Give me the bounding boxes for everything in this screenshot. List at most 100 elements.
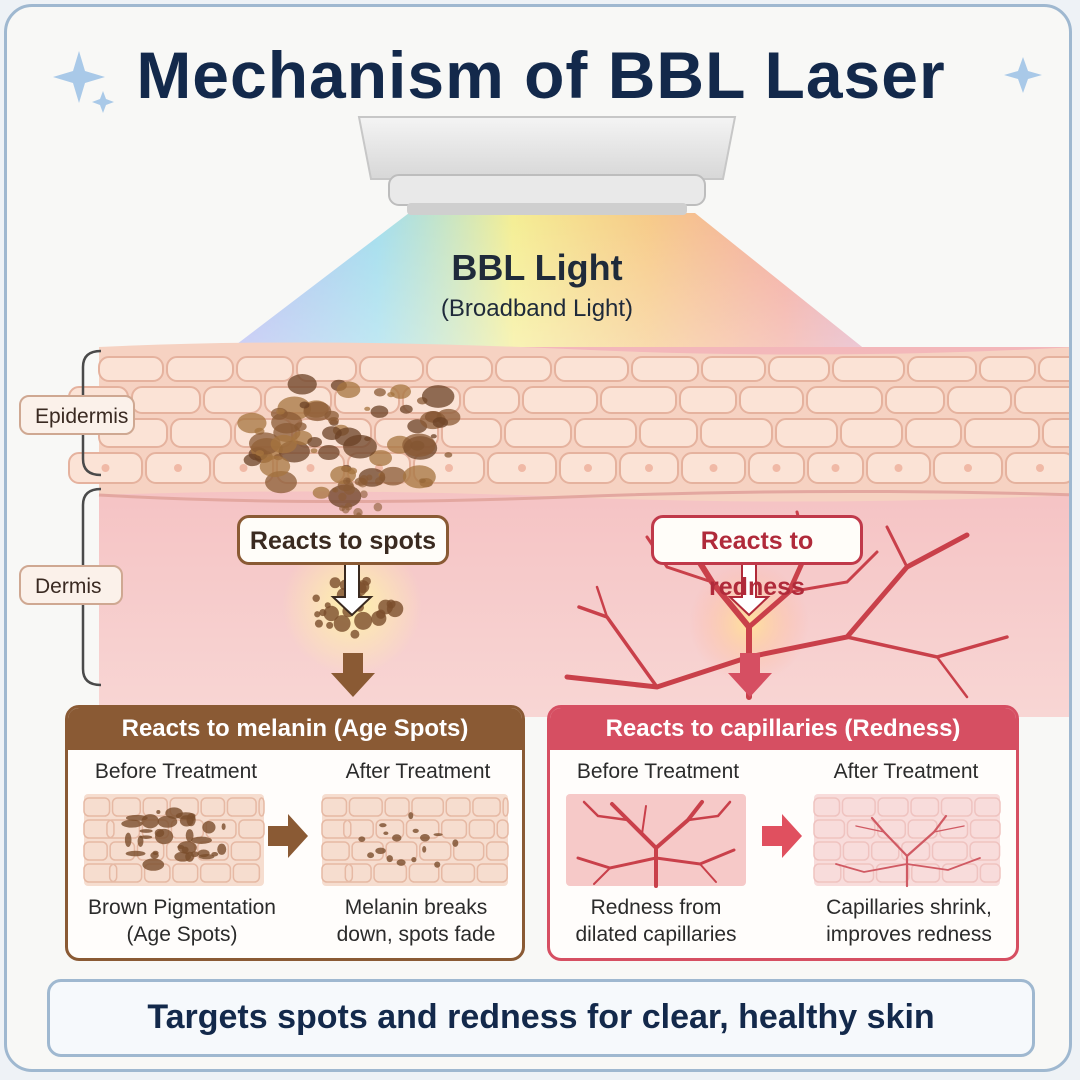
melanin-panel: Reacts to melanin (Age Spots) Before Tre…: [65, 705, 525, 961]
melanin-spot: [124, 832, 132, 847]
melanin-spot: [386, 600, 404, 618]
skin-cell: [969, 819, 1001, 839]
skin-cell: [940, 797, 973, 817]
caption-line: Melanin breaks: [344, 896, 488, 919]
melanin-spot: [358, 836, 366, 842]
melanin-spot: [360, 490, 368, 499]
melanin-spot: [333, 615, 351, 632]
melanin-spot: [314, 619, 323, 628]
skin-cell: [504, 418, 572, 448]
melanin-spot: [156, 809, 161, 814]
skin-cell: [969, 841, 1001, 861]
cell-nucleus: [964, 464, 972, 472]
cell-nucleus: [831, 464, 840, 472]
caption-line: dilated capillaries: [575, 923, 737, 946]
skin-cell: [230, 841, 261, 861]
skin-cell: [600, 386, 677, 414]
melanin-spot: [373, 388, 386, 397]
skin-cell: [348, 797, 383, 817]
melanin-spot: [338, 492, 347, 501]
melanin-spot: [364, 406, 371, 411]
summary-text: Targets spots and redness for clear, hea…: [147, 998, 935, 1036]
skin-cell: [495, 356, 552, 382]
melanin-before-caption: Brown Pigmentation (Age Spots): [68, 894, 296, 948]
melanin-spot: [299, 401, 310, 409]
melanin-spot: [139, 835, 153, 839]
page-title: Mechanism of BBL Laser: [136, 38, 946, 112]
melanin-spot: [452, 839, 459, 847]
melanin-spot: [324, 410, 339, 421]
skin-cell: [875, 863, 910, 883]
melanin-spot: [292, 430, 313, 446]
caption-line: (Age Spots): [126, 923, 238, 946]
melanin-spot: [243, 453, 262, 467]
melanin-spot: [358, 478, 368, 488]
melanin-spot: [343, 477, 351, 485]
skin-cell: [197, 841, 230, 861]
cell-nucleus: [101, 464, 110, 472]
capillary-after-label: After Treatment: [833, 760, 979, 783]
melanin-spot: [329, 577, 341, 589]
skin-cell: [701, 356, 766, 382]
arrow-down-icon: [331, 653, 772, 697]
melanin-spot: [408, 812, 414, 820]
skin-cell: [905, 418, 962, 448]
skin-cell: [296, 356, 357, 382]
melanin-spot: [190, 836, 212, 844]
skin-cell: [463, 386, 520, 414]
skin-cell: [941, 863, 979, 883]
melanin-spot: [402, 465, 436, 489]
skin-cell: [931, 841, 968, 861]
cell-nucleus: [772, 464, 781, 472]
arrow-down-icon: [330, 562, 771, 617]
melanin-spot: [314, 611, 321, 618]
skin-cell: [411, 797, 445, 817]
arrow-right-icon: [268, 814, 308, 858]
melanin-spot: [343, 434, 377, 459]
skin-cell: [321, 863, 354, 883]
caption-line: Brown Pigmentation: [88, 896, 276, 919]
skin-cell: [522, 386, 598, 414]
summary-footer: Targets spots and redness for clear, hea…: [47, 979, 1035, 1057]
skin-cell: [979, 356, 1036, 382]
laser-device-icon: [357, 116, 737, 215]
melanin-spot: [411, 857, 417, 863]
melanin-spot: [179, 815, 194, 827]
light-subtitle: (Broadband Light): [440, 295, 634, 322]
skin-cell: [408, 863, 440, 883]
melanin-spot: [432, 417, 449, 428]
capillary-before-caption: Redness from dilated capillaries: [550, 894, 762, 948]
skin-cell: [496, 819, 509, 839]
melanin-spot: [294, 422, 307, 432]
skin-cell: [98, 356, 164, 382]
skin-cell: [877, 797, 909, 817]
skin-cell: [172, 863, 199, 883]
melanin-spot: [333, 487, 339, 493]
melanin-spot: [392, 834, 402, 842]
cell-nucleus: [1036, 464, 1044, 472]
melanin-spot: [373, 502, 383, 512]
melanin-spot: [430, 434, 437, 439]
melanin-spot: [270, 434, 297, 454]
skin-cell: [840, 418, 903, 448]
melanin-spot: [312, 486, 330, 499]
melanin-spot: [350, 629, 360, 639]
skin-cell: [502, 797, 509, 817]
melanin-after-caption: Melanin breaks down, spots fade: [304, 894, 522, 948]
skin-cell: [111, 797, 142, 817]
melanin-spot: [312, 594, 320, 602]
melanin-spot: [336, 381, 361, 399]
skin-cell: [739, 386, 804, 414]
capillary-after-caption: Capillaries shrink, improves redness: [798, 894, 1016, 948]
melanin-spot: [221, 823, 226, 830]
cell-nucleus: [894, 464, 903, 472]
cell-nucleus: [445, 464, 453, 472]
melanin-spot: [399, 404, 413, 414]
melanin-spot: [202, 821, 216, 834]
capillary-after-cells: [813, 797, 1001, 883]
melanin-spots: [237, 374, 461, 518]
skin-cell: [321, 819, 352, 839]
skin-cell: [768, 356, 830, 382]
melanin-spot: [343, 483, 356, 495]
cell-nucleus: [239, 464, 248, 472]
